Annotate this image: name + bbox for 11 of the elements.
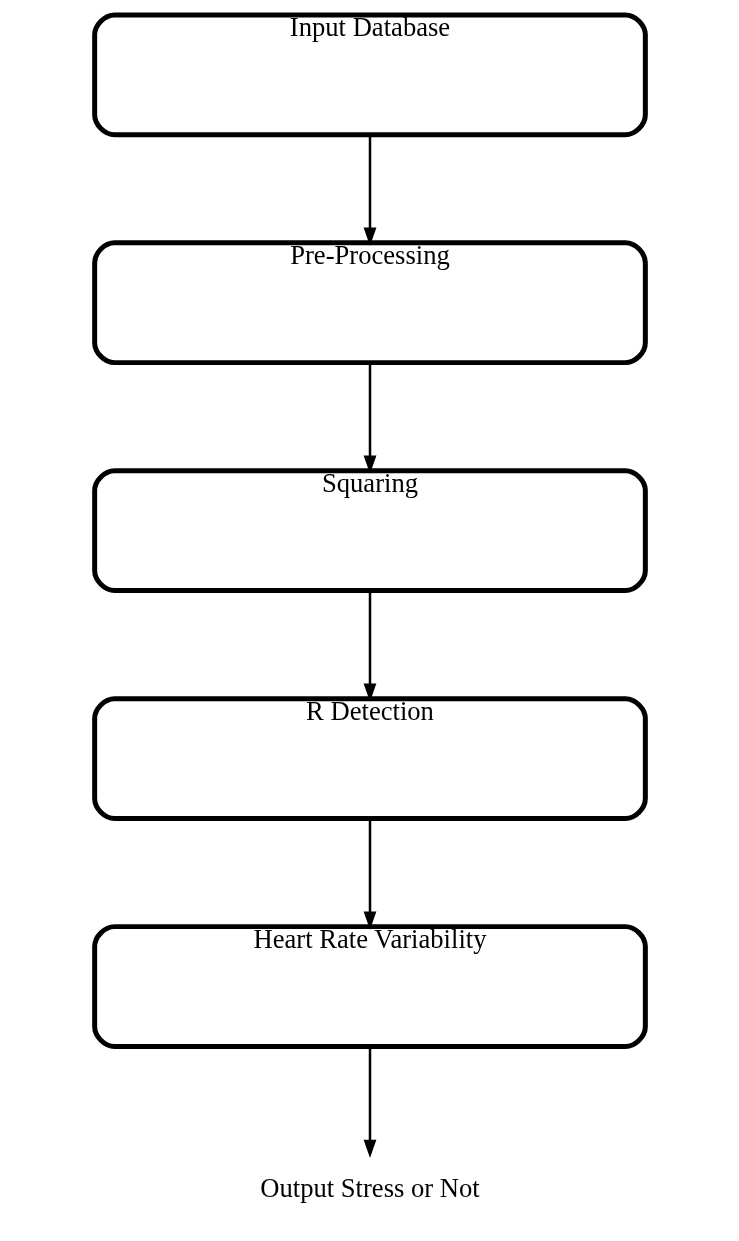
node-box: Input Database xyxy=(91,12,648,138)
node-box: Squaring xyxy=(91,468,648,594)
arrow xyxy=(363,1046,376,1158)
node-box: Heart Rate Variability xyxy=(91,924,648,1049)
node-box: Pre-Processing xyxy=(91,240,648,366)
arrow xyxy=(363,590,376,702)
arrow xyxy=(363,134,376,246)
node-text: Output Stress or Not xyxy=(259,1172,480,1203)
node-box: R Detection xyxy=(91,696,648,821)
arrow xyxy=(363,818,376,930)
arrow xyxy=(363,362,376,474)
